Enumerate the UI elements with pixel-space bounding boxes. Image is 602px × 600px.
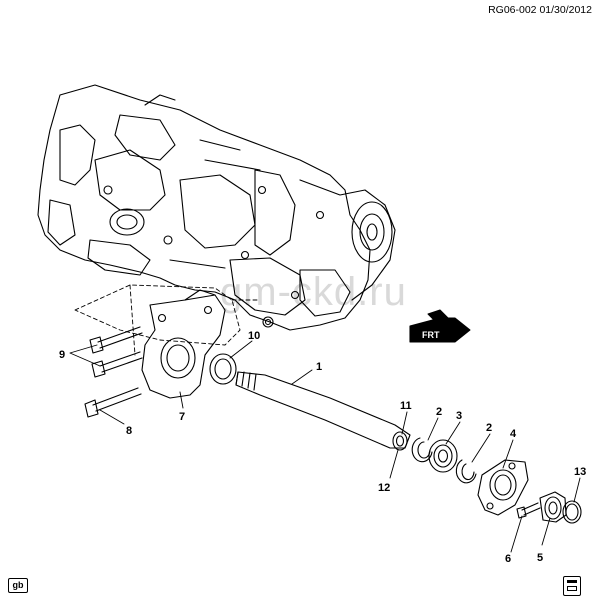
callout-1: 1 bbox=[316, 361, 322, 373]
plate-bolt bbox=[516, 502, 541, 519]
callout-2: 2 bbox=[486, 422, 492, 434]
retaining-ring bbox=[562, 500, 582, 524]
gb-badge: gb bbox=[8, 578, 28, 593]
callout-10: 10 bbox=[248, 330, 260, 342]
front-direction-marker: FRT bbox=[409, 309, 471, 343]
callout-3: 3 bbox=[456, 410, 462, 422]
end-cap bbox=[539, 491, 567, 523]
diagram-reference: RG06-002 01/30/2012 bbox=[488, 4, 592, 16]
callout-5: 5 bbox=[537, 552, 543, 564]
document-icon bbox=[563, 576, 581, 596]
callout-2: 2 bbox=[436, 406, 442, 418]
callout-7: 7 bbox=[179, 411, 185, 423]
callout-12: 12 bbox=[378, 482, 390, 494]
bearing-plate bbox=[477, 459, 529, 516]
engine-transmission-assembly bbox=[37, 84, 396, 331]
intermediate-shaft bbox=[235, 371, 411, 451]
callout-8: 8 bbox=[126, 425, 132, 437]
callout-4: 4 bbox=[510, 428, 517, 440]
callout-leaders bbox=[69, 340, 581, 553]
mounting-outline bbox=[74, 284, 261, 356]
callout-13: 13 bbox=[574, 466, 586, 478]
bearing bbox=[428, 439, 458, 473]
callout-numbers: 1 2 3 2 4 5 6 7 8 9 10 11 12 13 bbox=[59, 330, 586, 565]
callout-11: 11 bbox=[400, 400, 412, 412]
bracket-bolts bbox=[84, 326, 143, 418]
svg-text:FRT: FRT bbox=[422, 330, 440, 340]
intermediate-shaft-bracket bbox=[141, 289, 226, 399]
callout-9: 9 bbox=[59, 349, 65, 361]
snap-ring bbox=[455, 459, 477, 484]
callout-6: 6 bbox=[505, 553, 511, 565]
seal bbox=[209, 353, 237, 385]
